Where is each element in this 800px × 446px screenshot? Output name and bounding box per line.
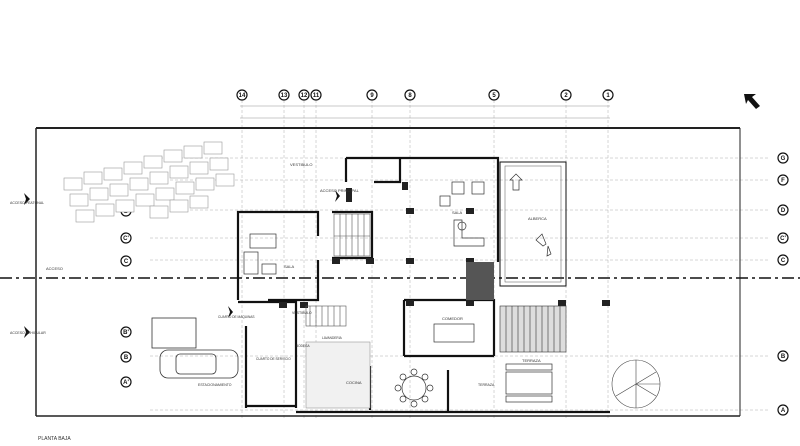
row-bubbles-right: G F D C' C B A [777, 152, 789, 416]
svg-text:8: 8 [408, 93, 412, 99]
kitchen-floor [305, 341, 371, 409]
svg-text:D: D [781, 208, 786, 214]
svg-text:B: B [124, 355, 129, 361]
column-bubbles: 14 13 12 11 9 8 5 2 1 [236, 89, 614, 101]
grid-bubble-11: 11 [310, 89, 322, 101]
grid-bubble-g: G [777, 152, 789, 164]
column-blocks [279, 182, 610, 308]
svg-text:F: F [781, 178, 785, 184]
svg-text:11: 11 [313, 93, 320, 99]
room-label-vestibulo-mid: VESTIBULO [292, 311, 312, 315]
svg-text:C': C' [123, 236, 129, 242]
grid-bubble-c-prime: C' [777, 232, 789, 244]
room-label-bodega: BODEGA [296, 344, 311, 348]
grid-bubble-1: 1 [602, 89, 614, 101]
svg-text:14: 14 [239, 93, 246, 99]
garden-pavers [63, 141, 235, 223]
svg-text:9: 9 [370, 93, 374, 99]
room-label-lavanderia: LAVANDERIA [322, 336, 343, 340]
grid-bubble-12: 12 [298, 89, 310, 101]
grid-bubble-13: 13 [278, 89, 290, 101]
grid-lines [150, 100, 770, 420]
room-label-acceso: ACCESO [46, 266, 63, 271]
pergola [499, 305, 567, 353]
property-boundary [35, 127, 741, 417]
grid-bubble-left-c-prime: C' [120, 232, 132, 244]
grid-bubble-b: B [777, 350, 789, 362]
grid-bubble-c: C [777, 254, 789, 266]
grid-bubble-d: D [777, 204, 789, 216]
room-label-sala: SALA [284, 264, 295, 269]
grid-bubble-5: 5 [488, 89, 500, 101]
svg-text:5: 5 [492, 93, 496, 99]
svg-text:13: 13 [281, 93, 288, 99]
entry-arrow-icon [24, 190, 340, 338]
grid-bubble-left-b: B [120, 351, 132, 363]
grid-bubble-left-a-prime: A' [120, 376, 132, 388]
svg-text:B: B [781, 354, 786, 360]
svg-text:C: C [124, 259, 129, 265]
svg-text:2: 2 [564, 93, 568, 99]
room-label-acceso-peatonal: ACCESO PEATONAL [10, 201, 44, 205]
north-arrow-icon [744, 94, 760, 109]
pool [499, 161, 567, 287]
room-label-cocina: COCINA [346, 380, 362, 385]
room-label-vestibulo-top: VESTIBULO [290, 162, 312, 167]
room-label-sala-right: SALA [452, 210, 463, 215]
svg-text:C': C' [780, 236, 786, 242]
svg-text:A': A' [123, 380, 129, 386]
grid-bubble-left-b-prime: B' [120, 326, 132, 338]
grid-bubble-f: F [777, 174, 789, 186]
room-labels: VESTIBULO ACCESO PRINCIPAL ACCESO ACCESO… [10, 162, 547, 387]
room-label-terraza-2: TERRAZA [478, 383, 495, 387]
svg-text:G: G [781, 156, 786, 162]
svg-text:A: A [781, 408, 786, 414]
grid-bubble-9: 9 [366, 89, 378, 101]
room-label-terraza: TERRAZA [522, 358, 541, 363]
stair [305, 213, 371, 327]
sheet-title: PLANTA BAJA [38, 436, 71, 442]
room-label-cuarto-maquinas: CUARTO DE MAQUINAS [218, 315, 255, 319]
spiral-stair [611, 359, 661, 409]
car-icon [151, 317, 239, 379]
grid-bubble-a: A [777, 404, 789, 416]
room-label-comedor: COMEDOR [442, 316, 463, 321]
room-label-cuarto-servicio: CUARTO DE SERVICIO [256, 357, 291, 361]
room-label-estacionamiento: ESTACIONAMIENTO [198, 383, 232, 387]
dining-furniture [394, 323, 553, 408]
top-dimension-line [240, 105, 610, 119]
grid-bubble-left-c: C [120, 255, 132, 267]
svg-text:12: 12 [301, 93, 308, 99]
svg-text:B': B' [123, 330, 129, 336]
room-label-alberca: ALBERCA [528, 216, 547, 221]
grid-bubble-8: 8 [404, 89, 416, 101]
walls [236, 156, 610, 414]
room-label-acceso-principal: ACCESO PRINCIPAL [320, 188, 360, 193]
room-label-acceso-vehicular: ACCESO VEHICULAR [10, 331, 46, 335]
grid-bubble-14: 14 [236, 89, 248, 101]
grid-bubble-2: 2 [560, 89, 572, 101]
row-bubbles-left: D C' C B' B A' [120, 205, 132, 388]
svg-text:1: 1 [606, 93, 610, 99]
svg-text:C: C [781, 258, 786, 264]
living-furniture [243, 181, 485, 275]
